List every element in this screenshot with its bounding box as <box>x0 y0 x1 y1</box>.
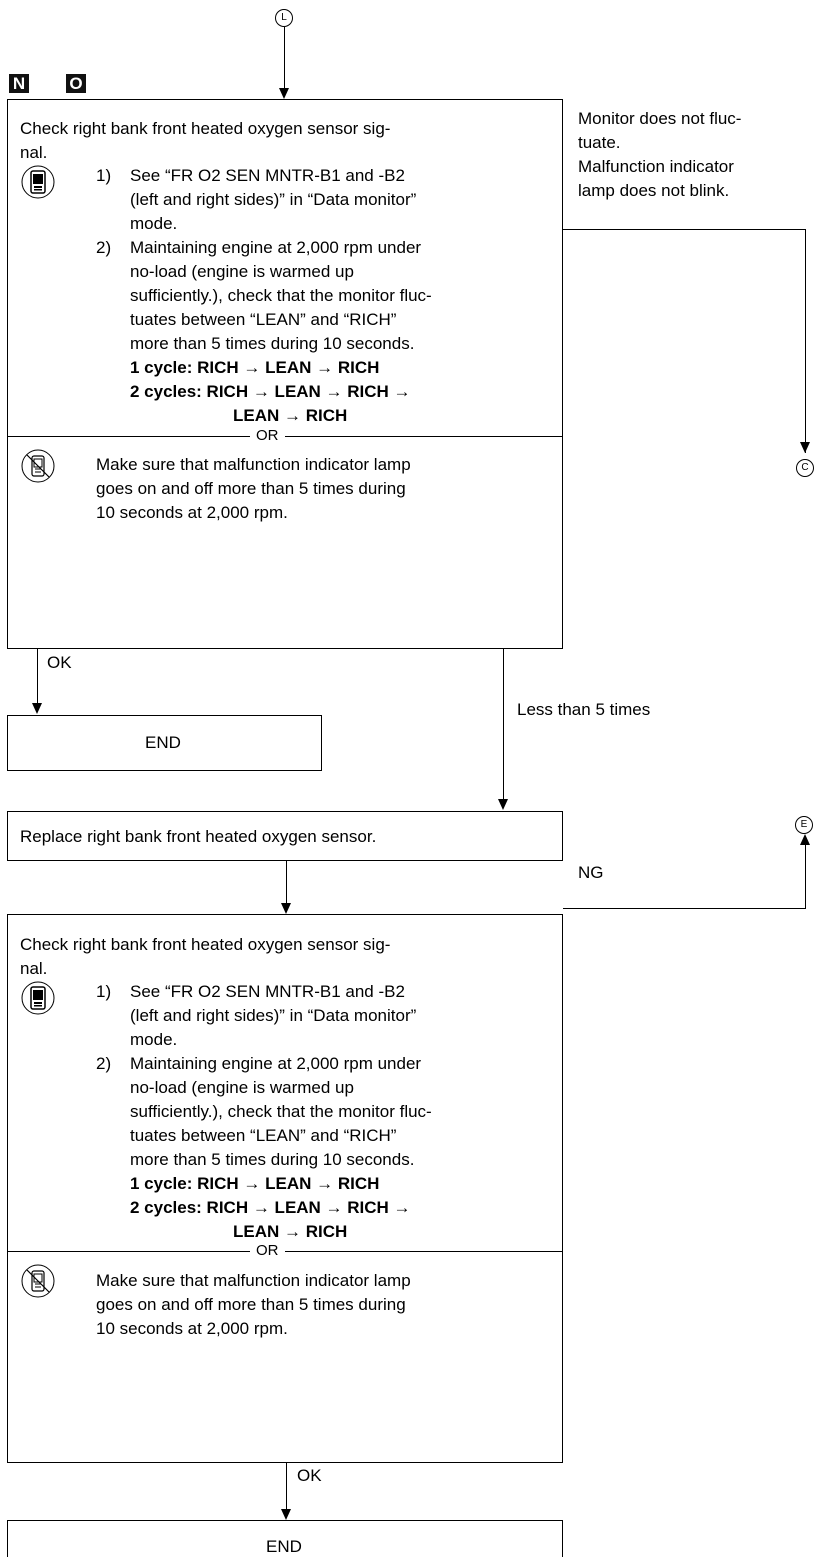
ng-vertical-line <box>805 845 806 909</box>
less-than-label: Less than 5 times <box>517 700 651 719</box>
step2-sub2-line2: no-load (engine is warmed up <box>130 1078 354 1097</box>
end1-label: END <box>145 733 181 752</box>
side1-vertical-line <box>805 229 806 453</box>
arrow-head-down <box>281 1509 291 1520</box>
step1-sub2-line1: Maintaining engine at 2,000 rpm under <box>130 238 422 257</box>
end2-label: END <box>266 1537 302 1556</box>
step2-sub2-line4: tuates between “LEAN” and “RICH” <box>130 1126 397 1145</box>
step1-or-label: OR <box>250 428 285 444</box>
step1-num-2: 2) <box>96 238 112 257</box>
step1-cycle2-line1: 2 cycles: RICH → LEAN → RICH → <box>130 382 411 401</box>
ng-horizontal-line <box>563 908 806 909</box>
side1-horizontal-line <box>563 229 806 230</box>
step1-num-1: 1) <box>96 166 112 185</box>
check-step-1-box <box>7 99 563 649</box>
step1-or-divider <box>7 436 563 437</box>
step2-sub2-line5: more than 5 times during 10 seconds. <box>130 1150 415 1169</box>
step2-sub1-line2: (left and right sides)” in “Data monitor… <box>130 1006 417 1025</box>
no-tester-icon <box>21 1264 55 1298</box>
step2-sub2-line3: sufficiently.), check that the monitor f… <box>130 1102 432 1121</box>
step1-sub1-line2: (left and right sides)” in “Data monitor… <box>130 190 417 209</box>
step2-title-line2: nal. <box>20 959 48 978</box>
step1-sub1-line1: See “FR O2 SEN MNTR-B1 and -B2 <box>130 166 405 185</box>
arrow-head-up <box>800 834 810 845</box>
consult-tester-icon <box>21 981 55 1015</box>
step2-or-label: OR <box>250 1243 285 1259</box>
connector-e-circle: E <box>795 816 813 834</box>
ok1-line <box>37 649 38 705</box>
step1-sub2-line5: more than 5 times during 10 seconds. <box>130 334 415 353</box>
arrow-head-down <box>279 88 289 99</box>
step2-sub2-line1: Maintaining engine at 2,000 rpm under <box>130 1054 422 1073</box>
step2-cycle2-line1: 2 cycles: RICH → LEAN → RICH → <box>130 1198 411 1217</box>
step1-title-line2: nal. <box>20 143 48 162</box>
step1-mil-line2: goes on and off more than 5 times during <box>96 479 406 498</box>
step2-or-divider <box>7 1251 563 1252</box>
less-than-line <box>503 649 504 801</box>
end-box-1 <box>7 715 322 771</box>
step2-num-2: 2) <box>96 1054 112 1073</box>
no-tester-icon <box>21 449 55 483</box>
ok2-line <box>286 1463 287 1511</box>
arrow-head-down <box>281 903 291 914</box>
replace-label: Replace right bank front heated oxygen s… <box>20 827 377 846</box>
step2-num-1: 1) <box>96 982 112 1001</box>
connector-l-circle: L <box>275 9 293 27</box>
check-step-2-box <box>7 914 563 1463</box>
step1-sub2-line2: no-load (engine is warmed up <box>130 262 354 281</box>
step2-sub1-line1: See “FR O2 SEN MNTR-B1 and -B2 <box>130 982 405 1001</box>
step1-mil-line3: 10 seconds at 2,000 rpm. <box>96 503 288 522</box>
step2-sub1-line3: mode. <box>130 1030 178 1049</box>
ok1-label: OK <box>47 653 72 672</box>
marker-o: O <box>66 74 86 93</box>
step2-cycle2-line2: LEAN → RICH <box>233 1222 348 1241</box>
step2-mil-line1: Make sure that malfunction indicator lam… <box>96 1271 411 1290</box>
replace-to-step2-line <box>286 861 287 905</box>
ok2-label: OK <box>297 1466 322 1485</box>
side1-line4: lamp does not blink. <box>578 181 730 200</box>
step2-mil-line3: 10 seconds at 2,000 rpm. <box>96 1319 288 1338</box>
arrow-head-down <box>32 703 42 714</box>
step2-title-line1: Check right bank front heated oxygen sen… <box>20 935 391 954</box>
connector-c-circle: C <box>796 459 814 477</box>
marker-n: N <box>9 74 29 93</box>
side1-line3: Malfunction indicator <box>578 157 734 176</box>
step2-mil-line2: goes on and off more than 5 times during <box>96 1295 406 1314</box>
step1-sub1-line3: mode. <box>130 214 178 233</box>
arrow-head-down <box>800 442 810 453</box>
side1-line1: Monitor does not fluc- <box>578 109 742 128</box>
step1-title-line1: Check right bank front heated oxygen sen… <box>20 119 391 138</box>
replace-sensor-box <box>7 811 563 861</box>
step1-cycle2-line2: LEAN → RICH <box>233 406 348 425</box>
end-box-2 <box>7 1520 563 1557</box>
step1-mil-line1: Make sure that malfunction indicator lam… <box>96 455 411 474</box>
step1-cycle1: 1 cycle: RICH → LEAN → RICH <box>130 358 380 377</box>
side1-line2: tuate. <box>578 133 621 152</box>
step1-sub2-line4: tuates between “LEAN” and “RICH” <box>130 310 397 329</box>
arrow-head-down <box>498 799 508 810</box>
connector-line <box>284 27 285 89</box>
consult-tester-icon <box>21 165 55 199</box>
ng-label: NG <box>578 863 604 882</box>
step1-sub2-line3: sufficiently.), check that the monitor f… <box>130 286 432 305</box>
step2-cycle1: 1 cycle: RICH → LEAN → RICH <box>130 1174 380 1193</box>
